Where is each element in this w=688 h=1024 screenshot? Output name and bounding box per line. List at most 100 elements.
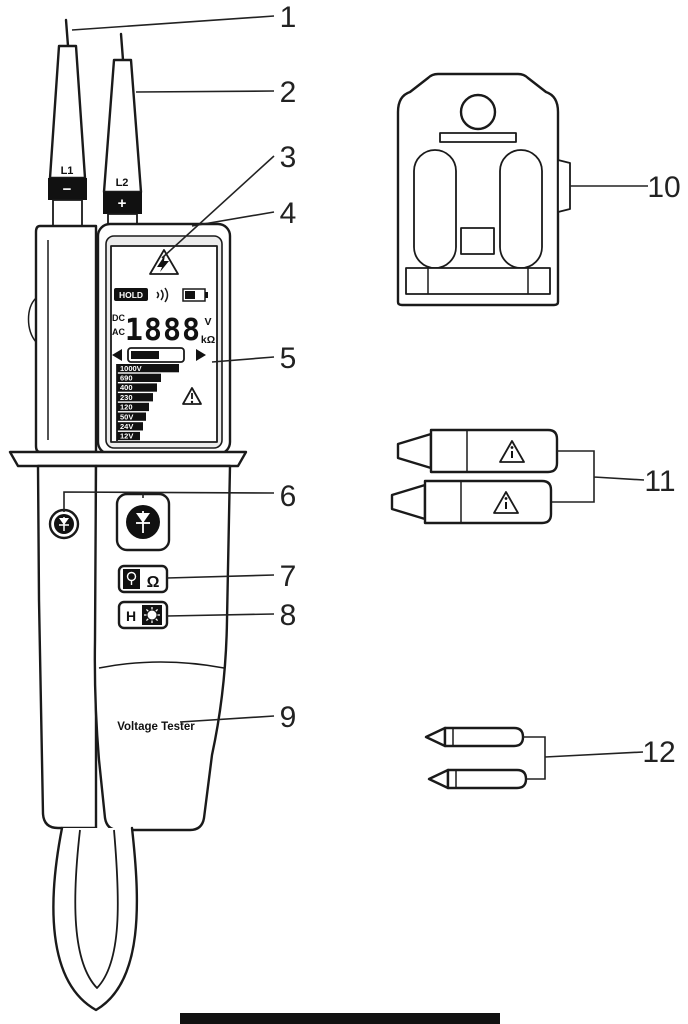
volt-unit: V [204, 316, 211, 328]
grip-upper-outline [34, 224, 98, 454]
lamp-icon [126, 571, 137, 585]
probe-right-needle [119, 32, 125, 62]
scale-value: 120 [120, 403, 133, 412]
dc-label: DC [112, 313, 125, 323]
leader-lines [63, 15, 648, 780]
kilo-ohm-unit: kΩ [201, 334, 215, 346]
warning-icon [182, 387, 202, 405]
callout-9: 9 [280, 701, 297, 734]
holster-center-block [460, 227, 495, 255]
leader-4 [191, 211, 275, 227]
leader-3 [161, 155, 275, 259]
hold-label: H [126, 608, 136, 624]
warning-icon [499, 440, 525, 463]
callout-10: 10 [647, 171, 680, 204]
probe-tip [427, 768, 528, 790]
loop-inner [74, 829, 119, 989]
scale-bar [117, 422, 143, 431]
hold-backlight-button[interactable]: H [117, 600, 169, 630]
grip-clip-detail [27, 297, 37, 343]
scale-value: 24V [120, 422, 133, 431]
scale-value: 690 [120, 374, 133, 383]
scale-value: 400 [120, 383, 133, 392]
voltage-scale: 1000V 690 400 230 120 50V 24V 12V [116, 364, 202, 441]
holster [396, 72, 571, 307]
probe-left-cone [48, 44, 87, 180]
scale-bar [117, 412, 146, 421]
leader-2 [135, 90, 275, 93]
device-grip-upper [27, 224, 98, 454]
device-body-lower [36, 464, 232, 832]
scale-value: 1000V [120, 364, 142, 373]
holster-tube-left [413, 149, 457, 269]
probe-tip [424, 726, 525, 748]
holster-bar [439, 132, 517, 143]
callout-2: 2 [280, 76, 297, 109]
holster-side-clip [557, 159, 571, 213]
scale-bar [117, 393, 153, 402]
holster-bottom-band [405, 267, 551, 295]
callout-4: 4 [280, 197, 297, 230]
probe-left-polarity: − [63, 181, 72, 198]
resistance-button[interactable]: Ω [117, 564, 169, 594]
holster-tube-right [499, 149, 543, 269]
protective-cap [390, 479, 553, 525]
probe-left: L1 − [48, 18, 87, 229]
probe-right-polarity: + [118, 195, 127, 212]
leader-6 [63, 491, 275, 512]
leader-12 [523, 736, 644, 780]
callout-11: 11 [644, 465, 675, 498]
probe-left-band [48, 178, 87, 200]
protective-cap [396, 428, 559, 474]
callout-12: 12 [642, 736, 675, 769]
scale-value: 12V [120, 432, 133, 441]
hanging-loop [52, 826, 139, 1012]
controls: Ω H Voltage Tester [48, 492, 195, 733]
probe-right: L2 + [102, 32, 143, 227]
callout-1: 1 [280, 1, 297, 34]
scale-value: 230 [120, 393, 133, 402]
callout-5: 5 [280, 342, 297, 375]
guard-flange [8, 450, 248, 468]
hold-indicator: HOLD [119, 290, 143, 300]
body-lower-outline [93, 464, 232, 832]
probe-right-band [103, 192, 142, 214]
scale-bar [117, 402, 149, 412]
callout-8: 8 [280, 599, 297, 632]
probe-left-collar [52, 199, 83, 229]
leader-5 [211, 356, 275, 363]
scale-bar [117, 373, 161, 382]
leader-1 [71, 15, 275, 31]
backlight-icon [144, 607, 160, 623]
holster-hole [459, 93, 497, 131]
callout-6: 6 [280, 480, 297, 513]
battery-range-indicator-icon [112, 347, 206, 363]
brand-label: Voltage Tester [117, 721, 195, 733]
callout-numbers: 1 2 3 4 5 6 7 8 9 10 11 12 [280, 1, 681, 769]
callout-7: 7 [280, 560, 297, 593]
high-voltage-warning-icon [149, 249, 179, 275]
leader-9 [179, 715, 275, 723]
probe-left-needle [64, 18, 70, 48]
ac-label: AC [112, 327, 125, 337]
main-test-button[interactable] [115, 492, 171, 552]
side-test-button[interactable] [48, 508, 80, 540]
warning-icon [493, 491, 519, 514]
leader-11 [552, 450, 645, 503]
scale-bar [117, 364, 179, 373]
leader-7 [166, 574, 275, 579]
lcd-digits: 1888 [125, 313, 201, 348]
callout-3: 3 [280, 141, 297, 174]
page-bottom-bar [180, 1013, 500, 1024]
body-seam-line [98, 661, 225, 669]
protective-caps [390, 428, 559, 525]
lcd-content: HOLD DC AC 1888 V kΩ [112, 249, 215, 441]
probe-right-cone [102, 58, 143, 194]
diode-test-icon [59, 517, 69, 531]
ohm-label: Ω [147, 574, 160, 591]
sound-on-icon [156, 287, 169, 303]
hold-indicator-box [114, 288, 148, 301]
battery-icon [182, 288, 208, 302]
